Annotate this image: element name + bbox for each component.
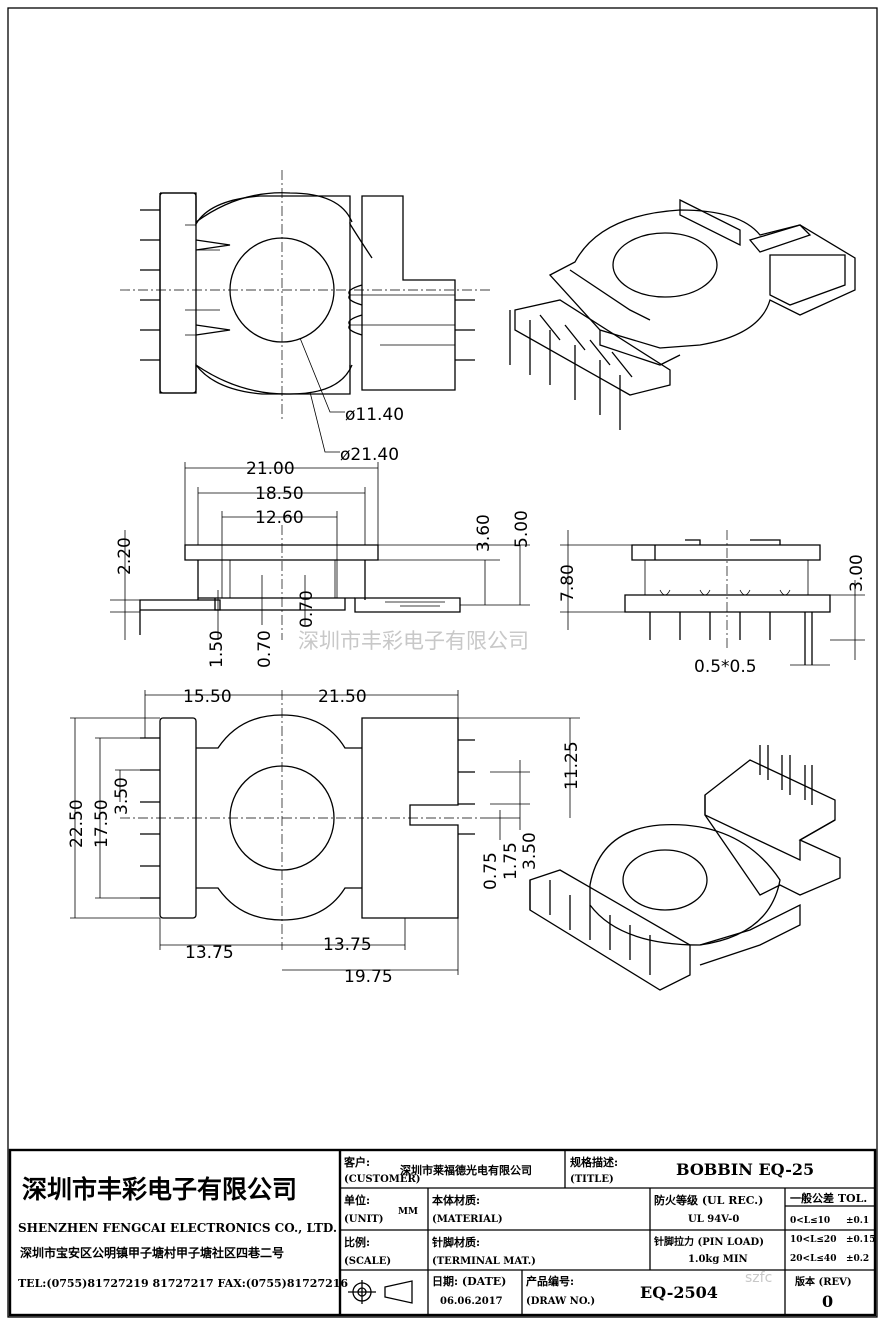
tol-range-2: 10<L≤20	[790, 1235, 836, 1245]
dim-12-6: 12.60	[255, 508, 304, 528]
tolerance-label: 一般公差 TOL.	[790, 1191, 867, 1205]
website-watermark: szfc	[745, 1270, 772, 1286]
tol-value-2: ±0.15	[846, 1235, 875, 1245]
dim-1-5: 1.50	[207, 630, 227, 668]
unit-label: 单位:	[344, 1193, 370, 1207]
customer-label: 客户:	[343, 1155, 370, 1169]
watermark: 深圳市丰彩电子有限公司	[298, 629, 529, 653]
material-label-en: (MATERIAL)	[432, 1214, 503, 1225]
dim-17-5: 17.50	[92, 799, 112, 848]
unit-label-en: (UNIT)	[344, 1214, 383, 1225]
dim-5: 5.00	[512, 510, 532, 548]
scale-label-en: (SCALE)	[344, 1256, 391, 1267]
title-label-en: (TITLE)	[570, 1174, 614, 1185]
dim-outer-dia: ø21.40	[340, 445, 399, 465]
company-address: 深圳市宝安区公明镇甲子塘村甲子塘社区四巷二号	[20, 1245, 284, 1260]
drawno-label: 产品编号:	[526, 1274, 574, 1288]
dim-2-2: 2.20	[115, 537, 135, 575]
front-view: 21.00 18.50 12.60 3.60 5.00 2.20 1.50 0.…	[110, 459, 532, 668]
drawno-value: EQ-2504	[640, 1283, 718, 1302]
isometric-view-bottom	[529, 745, 841, 991]
dim-22-5: 22.50	[67, 799, 87, 848]
rev-value: 0	[822, 1292, 833, 1311]
dim-19-75: 19.75	[344, 967, 393, 987]
dim-15-5: 15.50	[183, 687, 232, 707]
dim-3-5-right: 3.50	[520, 832, 540, 870]
title-label: 规格描述:	[570, 1155, 618, 1169]
dim-7-8: 7.80	[558, 564, 578, 602]
dim-11-25: 11.25	[562, 741, 582, 790]
fire-value: UL 94V-0	[688, 1214, 739, 1225]
dim-3: 3.00	[847, 554, 867, 592]
dim-pin-section: 0.5*0.5	[694, 657, 757, 677]
dim-21-5: 21.50	[318, 687, 367, 707]
unit-value: MM	[398, 1207, 418, 1217]
top-view: ø11.40 ø21.40	[120, 170, 490, 465]
title-value: BOBBIN EQ-25	[676, 1160, 814, 1179]
dim-0-7-a: 0.70	[255, 630, 275, 668]
date-label: 日期: (DATE)	[432, 1274, 506, 1288]
dim-1-75: 1.75	[501, 842, 521, 880]
tol-range-1: 0<L≤10	[790, 1216, 830, 1226]
company-name-en: SHENZHEN FENGCAI ELECTRONICS CO., LTD.	[18, 1221, 337, 1235]
dim-13-75-right: 13.75	[323, 935, 372, 955]
dim-3-5-left: 3.50	[112, 777, 132, 815]
date-value: 06.06.2017	[440, 1296, 503, 1307]
pin-load-value: 1.0kg MIN	[688, 1254, 748, 1265]
rev-label: 版本 (REV)	[795, 1275, 852, 1288]
title-block: 深圳市丰彩电子有限公司 SHENZHEN FENGCAI ELECTRONICS…	[8, 1148, 877, 1317]
tol-range-3: 20<L≤40	[790, 1254, 836, 1264]
customer-value: 深圳市莱福德光电有限公司	[400, 1163, 532, 1177]
drawno-label-en: (DRAW NO.)	[526, 1296, 595, 1307]
bottom-view: 15.50 21.50 22.50 17.50 3.50 11.25 0.75 …	[67, 687, 582, 987]
side-view: 7.80 3.00 0.5*0.5	[558, 530, 867, 677]
tol-value-1: ±0.1	[846, 1216, 869, 1226]
dim-3-6: 3.60	[474, 514, 494, 552]
material-label: 本体材质:	[432, 1193, 480, 1207]
isometric-view-top	[509, 198, 856, 430]
scale-label: 比例:	[344, 1235, 370, 1249]
tol-value-3: ±0.2	[846, 1254, 869, 1264]
dim-21: 21.00	[246, 459, 295, 479]
terminal-label: 针脚材质:	[432, 1235, 480, 1249]
dim-13-75-left: 13.75	[185, 943, 234, 963]
terminal-label-en: (TERMINAL MAT.)	[432, 1256, 536, 1267]
dim-0-75: 0.75	[481, 852, 501, 890]
fire-label: 防火等级 (UL REC.)	[654, 1193, 763, 1207]
company-contact: TEL:(0755)81727219 81727217 FAX:(0755)81…	[18, 1277, 348, 1290]
drawing-frame	[7, 7, 878, 1318]
pin-load-label: 针脚拉力 (PIN LOAD)	[654, 1235, 764, 1248]
dim-0-7-b: 0.70	[297, 590, 317, 628]
dim-18-5: 18.50	[255, 484, 304, 504]
customer-label-en: (CUSTOMER)	[344, 1174, 421, 1185]
company-name-cn: 深圳市丰彩电子有限公司	[22, 1175, 297, 1204]
dim-inner-dia: ø11.40	[345, 405, 404, 425]
projection-symbol-icon	[348, 1280, 413, 1304]
